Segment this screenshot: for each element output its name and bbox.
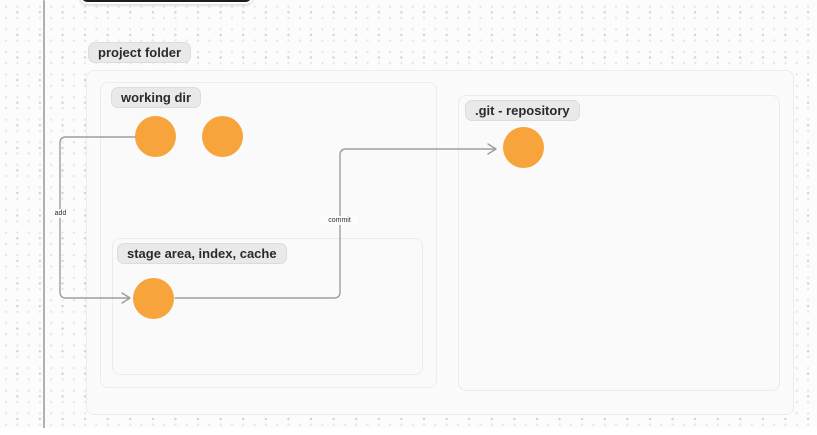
file-circle-staged[interactable] — [133, 278, 174, 319]
file-circle-committed[interactable] — [503, 127, 544, 168]
section-label-stage-area[interactable]: stage area, index, cache — [117, 243, 287, 264]
vertical-line — [43, 0, 45, 431]
connector-label-add[interactable]: add — [48, 209, 73, 218]
canvas-bottom-edge — [0, 428, 817, 435]
section-label-git-repository[interactable]: .git - repository — [465, 100, 580, 121]
section-label-working-dir[interactable]: working dir — [111, 87, 202, 108]
file-circle-working-2[interactable] — [202, 116, 243, 157]
connector-label-commit[interactable]: commit — [321, 216, 358, 225]
file-circle-working-1[interactable] — [135, 116, 176, 157]
section-label-project-folder[interactable]: project folder — [88, 42, 192, 63]
add-connector-arrow[interactable] — [59, 136, 136, 304]
